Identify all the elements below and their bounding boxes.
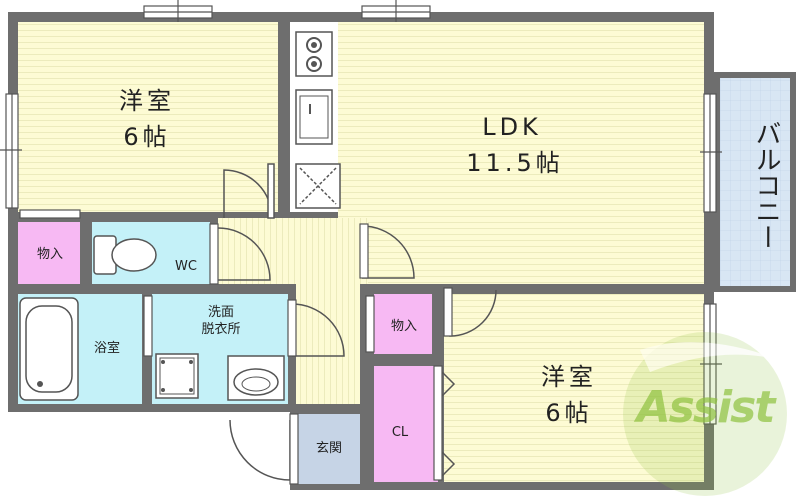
closet bbox=[374, 366, 438, 482]
storage-top-label: 物入 bbox=[36, 247, 63, 262]
exterior-cutout bbox=[8, 412, 290, 492]
ldk-room bbox=[338, 22, 704, 284]
balcony-label: バルコニー bbox=[751, 120, 781, 250]
entrance bbox=[298, 414, 360, 484]
washroom-label: 洗面 脱衣所 bbox=[201, 305, 241, 337]
door-swings bbox=[217, 163, 497, 481]
hallway-lower bbox=[296, 284, 360, 404]
bath-label: 浴室 bbox=[93, 341, 120, 356]
storage-top bbox=[18, 222, 80, 284]
ldk-size: 11.5帖 bbox=[466, 149, 564, 177]
bathtub-icon bbox=[19, 297, 79, 401]
western-room-bottom-name: 洋室 bbox=[541, 363, 597, 391]
western-room-top-size: 6帖 bbox=[123, 123, 171, 151]
washing-machine-icon bbox=[155, 353, 199, 399]
watermark-text: Assist bbox=[636, 382, 776, 433]
vanity-sink-icon bbox=[227, 355, 285, 401]
western-room-top-name: 洋室 bbox=[119, 87, 175, 115]
ldk-name: LDK bbox=[482, 113, 542, 141]
balcony bbox=[720, 78, 790, 286]
entrance-label: 玄関 bbox=[315, 441, 342, 456]
closet-label: CL bbox=[391, 425, 409, 440]
western-room-bottom-size: 6帖 bbox=[545, 399, 593, 427]
window-icon bbox=[5, 5, 717, 425]
sink-icon bbox=[295, 89, 333, 145]
western-room-bottom bbox=[444, 294, 704, 482]
toilet-icon bbox=[93, 235, 157, 275]
hallway-upper bbox=[218, 218, 368, 284]
assist-logo-icon bbox=[623, 332, 787, 496]
storage-mid-label: 物入 bbox=[390, 319, 417, 334]
western-room-top bbox=[18, 22, 278, 212]
wc-label: WC bbox=[175, 259, 197, 274]
storage-mid bbox=[374, 294, 432, 354]
